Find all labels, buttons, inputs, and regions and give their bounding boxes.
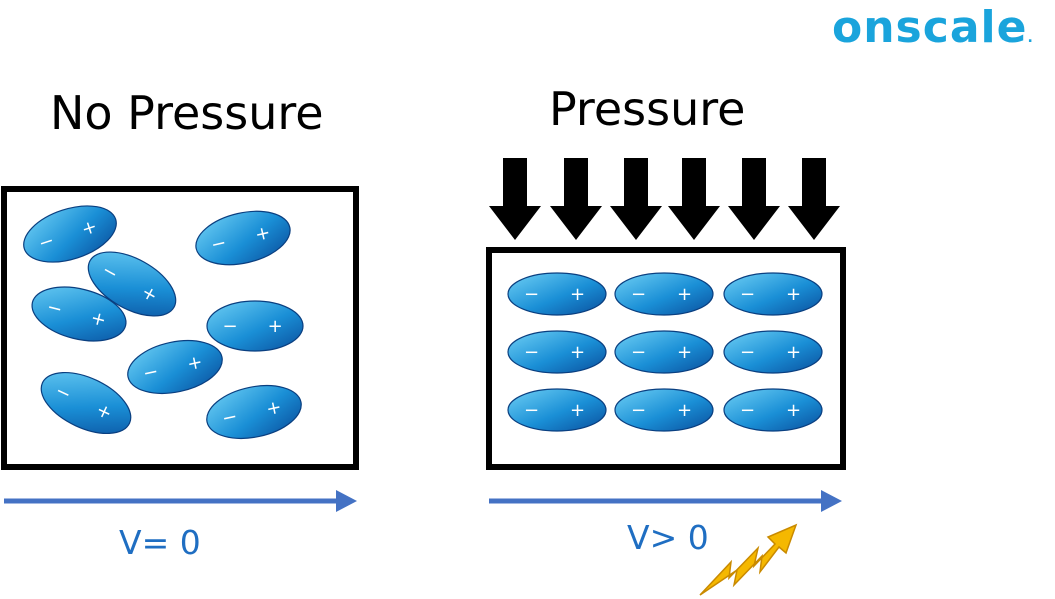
dipole-random: −+ xyxy=(31,286,127,342)
pressure-arrows xyxy=(489,158,840,240)
brand-dot: . xyxy=(1027,30,1034,46)
negative-sign: − xyxy=(740,284,755,305)
negative-sign: − xyxy=(45,296,65,320)
right-title: Pressure xyxy=(549,82,746,136)
positive-sign: + xyxy=(570,284,585,305)
positive-sign: + xyxy=(79,216,100,241)
positive-sign: + xyxy=(253,222,272,246)
pressure-down-arrow-icon xyxy=(550,158,602,240)
right-crystal-box xyxy=(486,247,846,470)
brand-name: onscale xyxy=(832,2,1028,53)
right-voltage-label: V> 0 xyxy=(627,518,709,557)
positive-sign: + xyxy=(570,342,585,363)
dipole-aligned: −+ xyxy=(723,272,823,316)
pressure-down-arrow-icon xyxy=(668,158,720,240)
positive-sign: + xyxy=(89,307,109,331)
dipole-aligned: −+ xyxy=(614,330,714,374)
negative-sign: − xyxy=(209,232,228,256)
positive-sign: + xyxy=(677,342,692,363)
negative-sign: − xyxy=(631,284,646,305)
dipole-aligned: −+ xyxy=(507,330,607,374)
negative-sign: − xyxy=(631,342,646,363)
dipole-aligned: −+ xyxy=(723,388,823,432)
dipole-aligned: −+ xyxy=(507,272,607,316)
negative-sign: − xyxy=(524,400,539,421)
positive-sign: + xyxy=(185,351,204,375)
dipole-aligned: −+ xyxy=(614,388,714,432)
positive-sign: + xyxy=(268,316,283,337)
negative-sign: − xyxy=(141,361,160,385)
negative-sign: − xyxy=(524,284,539,305)
left-crystal-box xyxy=(1,186,359,470)
negative-sign: − xyxy=(524,342,539,363)
dipole-random: −+ xyxy=(127,339,223,395)
dipole-aligned: −+ xyxy=(723,330,823,374)
right-dipoles: −+−+−+−+−+−+−+−+−+ xyxy=(507,272,823,432)
positive-sign: + xyxy=(786,284,801,305)
dipole-aligned: −+ xyxy=(614,272,714,316)
positive-sign: + xyxy=(677,284,692,305)
right-axis-arrow xyxy=(489,490,842,512)
positive-sign: + xyxy=(677,400,692,421)
dipole-random: −+ xyxy=(206,300,304,352)
negative-sign: − xyxy=(740,400,755,421)
positive-sign: + xyxy=(786,342,801,363)
negative-sign: − xyxy=(36,230,57,255)
left-voltage-label: V= 0 xyxy=(119,523,201,562)
onscale-logo: onscale. xyxy=(832,2,1034,53)
dipole-random: −+ xyxy=(195,210,291,266)
pressure-down-arrow-icon xyxy=(788,158,840,240)
dipole-random: −+ xyxy=(40,371,132,435)
negative-sign: − xyxy=(740,342,755,363)
positive-sign: + xyxy=(786,400,801,421)
negative-sign: − xyxy=(631,400,646,421)
negative-sign: − xyxy=(220,406,239,430)
dipole-random: −+ xyxy=(23,205,117,263)
pressure-down-arrow-icon xyxy=(728,158,780,240)
positive-sign: + xyxy=(570,400,585,421)
pressure-down-arrow-icon xyxy=(489,158,541,240)
voltage-spark-icon xyxy=(699,523,798,596)
dipole-aligned: −+ xyxy=(507,388,607,432)
left-title: No Pressure xyxy=(50,86,324,140)
left-axis-arrow xyxy=(4,490,357,512)
dipole-random: −+ xyxy=(206,384,302,440)
dipole-random: −+ xyxy=(87,251,177,317)
pressure-down-arrow-icon xyxy=(610,158,662,240)
left-dipoles: −+−+−+−+−+−+−+−+ xyxy=(23,205,304,440)
positive-sign: + xyxy=(264,396,283,420)
negative-sign: − xyxy=(222,316,237,337)
